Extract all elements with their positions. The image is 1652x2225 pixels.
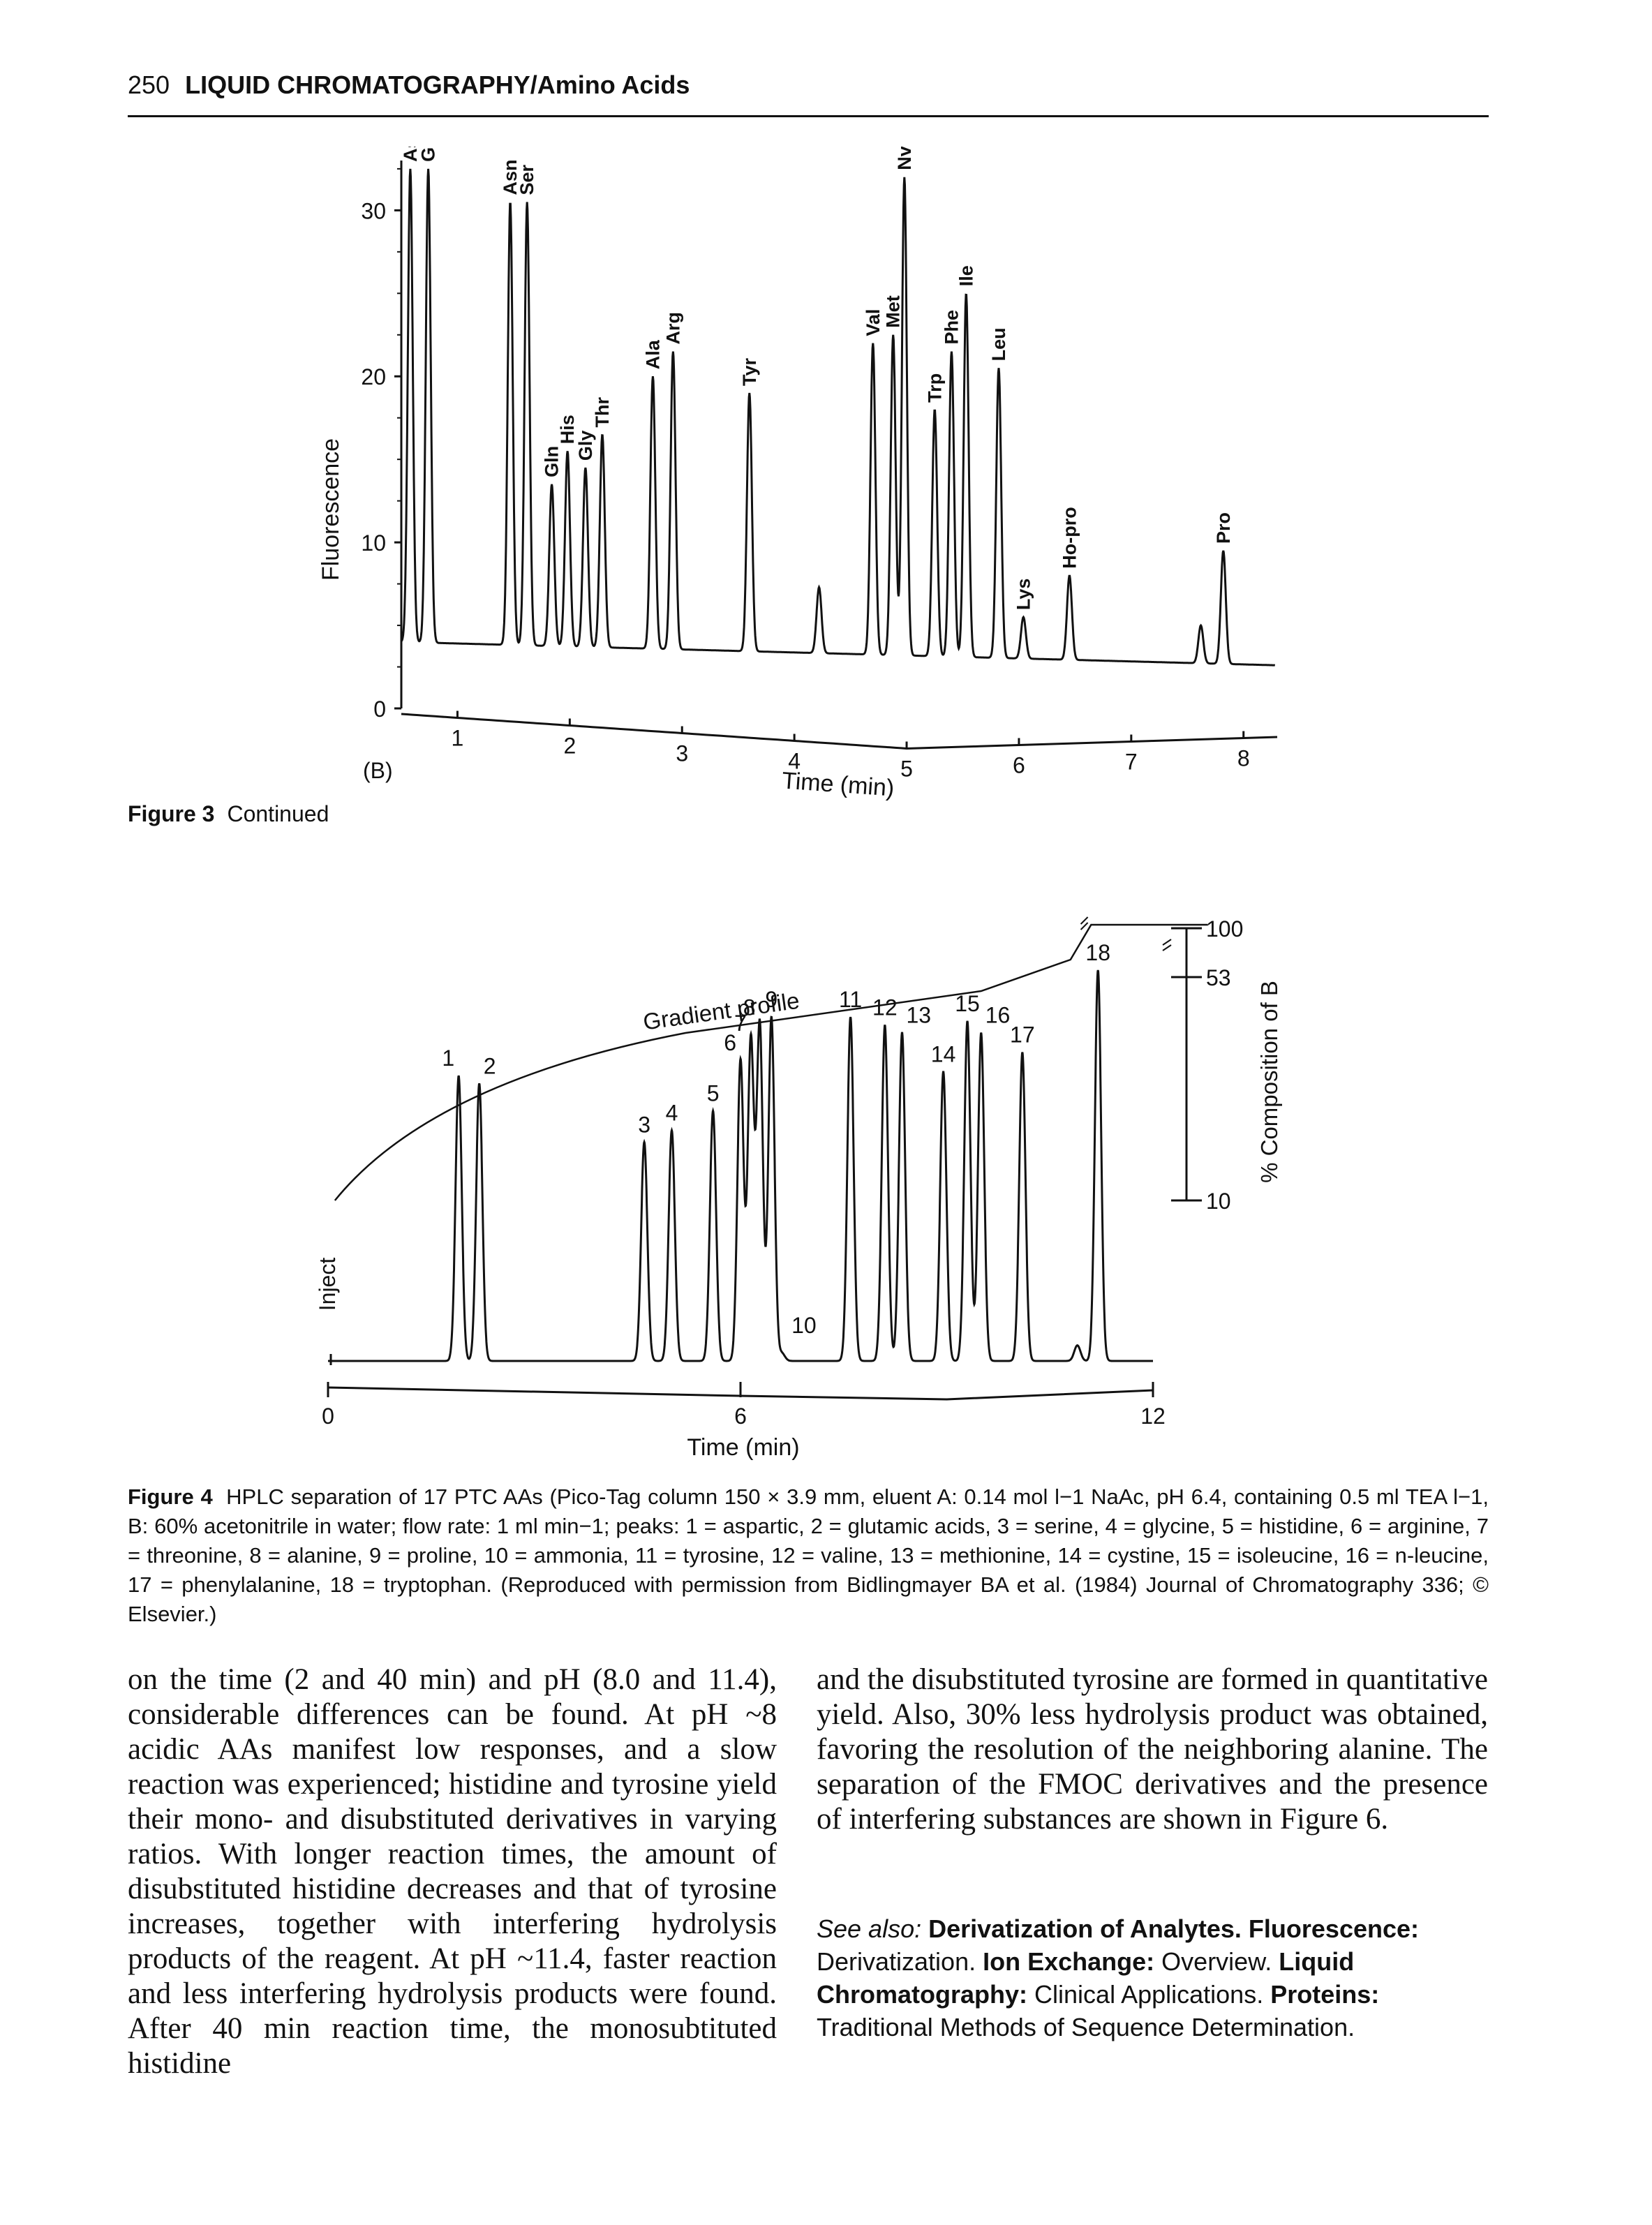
figure3-x-tick-label: 6: [1013, 753, 1025, 778]
figure4-peak-label: 7: [734, 1011, 747, 1036]
see-also-item[interactable]: Ion Exchange: Overview.: [983, 1947, 1272, 1976]
axis-break-mark: [1080, 916, 1089, 930]
figure4-right-tick-label: 10: [1206, 1189, 1231, 1214]
figure3-x-tick-label: 4: [788, 749, 801, 774]
figure3-peak-label: Glu: [418, 147, 439, 162]
figure3-x-axis: [401, 713, 1278, 750]
figure3-y-tick-label: 30: [361, 198, 386, 223]
figure3-peak-label: Asn: [500, 159, 521, 195]
figure3-chart: 0 10 20 30 1 2 3 4 5 6 7 8 AspGluAsnSerGlnHisGly Thr…: [318, 147, 1278, 802]
figure4-caption: Figure 4 HPLC separation of 17 PTC AAs (…: [128, 1482, 1489, 1629]
see-also-label: See also:: [817, 1914, 922, 1943]
figure4-peak-label: 10: [791, 1313, 817, 1338]
figure3-panel-label: (B): [363, 758, 393, 783]
see-also-item[interactable]: Proteins: Traditional Methods of Sequenc…: [817, 1980, 1380, 2041]
figure3-peak-label: Gly: [575, 431, 596, 461]
see-also-item[interactable]: Liquid Chromatography: Clinical Applicat…: [817, 1947, 1355, 2009]
figure4-peak-label: 11: [839, 987, 862, 1012]
figure4-right-tick-label: 100: [1206, 916, 1243, 942]
right-axis-break-mark: [1162, 939, 1172, 951]
figure4-peak-label: 14: [931, 1042, 956, 1067]
figure3-peak-label: Arg: [662, 312, 683, 345]
figure3-y-tick-label: 20: [361, 364, 386, 389]
figure3-trace: [400, 168, 1276, 667]
figure4-caption-label: Figure 4: [128, 1484, 213, 1509]
figure3-x-axis-label: Time (min): [781, 767, 895, 801]
figure4-peak-label: 1: [442, 1045, 454, 1071]
figure4-peak-label: 8: [743, 995, 756, 1020]
figure3-caption-label: Figure 3: [128, 801, 215, 826]
figure3-peak-label: Leu: [988, 327, 1009, 361]
figure4-peak-label: 15: [955, 991, 980, 1016]
figure4-peak-label: 12: [872, 995, 898, 1020]
figure4-caption-text: HPLC separation of 17 PTC AAs (Pico-Tag …: [128, 1484, 1489, 1626]
header-rule: [128, 115, 1489, 117]
figure4-peak-label: 3: [638, 1112, 650, 1137]
figure4-peak-label: 17: [1010, 1022, 1035, 1048]
figure4-peak-label: 4: [666, 1101, 678, 1126]
figure3-y-tick-label: 10: [361, 530, 386, 556]
figure4-peak-label: 5: [707, 1081, 720, 1106]
figure3-peak-label: Ser: [516, 164, 537, 195]
figure3-peak-label: Val: [863, 309, 884, 336]
figure4-right-axis-label: % Composition of B: [1256, 981, 1282, 1183]
figure4-peak-label: 13: [906, 1003, 931, 1028]
see-also-block: See also: Derivatization of Analytes. Fl…: [817, 1912, 1488, 2044]
figure4-peak-label: 6: [724, 1030, 736, 1055]
figure3-x-tick-label: 7: [1125, 750, 1138, 775]
figure3-peak-label: His: [557, 415, 578, 444]
figure4-right-tick-label: 53: [1206, 965, 1231, 990]
figure3-peak-label: Thr: [592, 397, 613, 428]
body-text-right-column: and the disubstituted tyrosine are forme…: [817, 1663, 1488, 1836]
figure3-peak-label: Met: [883, 295, 904, 328]
figure4-chromatogram-line: [328, 969, 1153, 1362]
figure3-peak-label: Ile: [955, 265, 976, 286]
gradient-profile-curve: [334, 923, 1208, 1201]
figure3-x-tick-label: 8: [1237, 746, 1250, 771]
page-number: 250: [128, 70, 170, 99]
figure3-y-axis-label: Fluorescence: [318, 438, 344, 581]
figure3-y-tick-label: 0: [373, 697, 386, 722]
figure4-x-axis: [327, 1386, 1154, 1401]
figure3-peak-label: Phe: [941, 310, 962, 345]
figure3-caption: Figure 3 Continued: [128, 801, 329, 827]
running-head: 250 LIQUID CHROMATOGRAPHY/Amino Acids: [128, 70, 690, 100]
figure3-x-tick-label: 2: [563, 734, 576, 759]
figure3-peak-label: Lys: [1013, 579, 1034, 611]
figure3-peak-label: Gln: [542, 446, 563, 477]
figure3-x-tick-label: 3: [676, 741, 688, 766]
figure3-peak-label: Trp: [924, 373, 945, 403]
figure3-peak-label: Ho-pro: [1059, 507, 1080, 568]
figure3-caption-text: Continued: [227, 801, 329, 826]
figure3-axes: 0 10 20 30 1 2 3 4 5 6 7 8: [361, 161, 1278, 782]
figure4-peak-label: 2: [484, 1053, 496, 1078]
figure3-peak-label: Asp: [400, 147, 421, 162]
figure3-peak-label: Pro: [1213, 512, 1234, 544]
figure4-peak-label: 16: [985, 1003, 1011, 1028]
figure4-x-axis-label: Time (min): [687, 1434, 799, 1461]
figure4-peak-label: 18: [1085, 940, 1110, 965]
body-text-left-column: on the time (2 and 40 min) and pH (8.0 a…: [128, 1663, 777, 2080]
figure3-x-tick-label: 5: [900, 757, 913, 782]
see-also-item[interactable]: Derivatization of Analytes.: [928, 1914, 1242, 1943]
figure3-chromatogram-line: [400, 168, 1276, 667]
figure3-peak-label: Ala: [642, 339, 663, 369]
figure3-x-tick-label: 1: [452, 726, 464, 751]
figure4-x-tick-label: 0: [322, 1404, 334, 1429]
running-title: LIQUID CHROMATOGRAPHY/Amino Acids: [185, 70, 690, 99]
figure4-x-tick-label: 12: [1140, 1404, 1166, 1429]
figure4-peak-label: 9: [765, 987, 777, 1012]
figure4-x-tick-label: 6: [734, 1404, 747, 1429]
see-also-item[interactable]: Fluorescence: Derivatization.: [817, 1914, 1420, 1976]
figure3-peak-label: Tyr: [739, 358, 760, 387]
figure3-peak-label: Nval: [894, 147, 915, 170]
figure4-trace: [328, 969, 1153, 1362]
figure4-inject-label: Inject: [315, 1258, 340, 1311]
